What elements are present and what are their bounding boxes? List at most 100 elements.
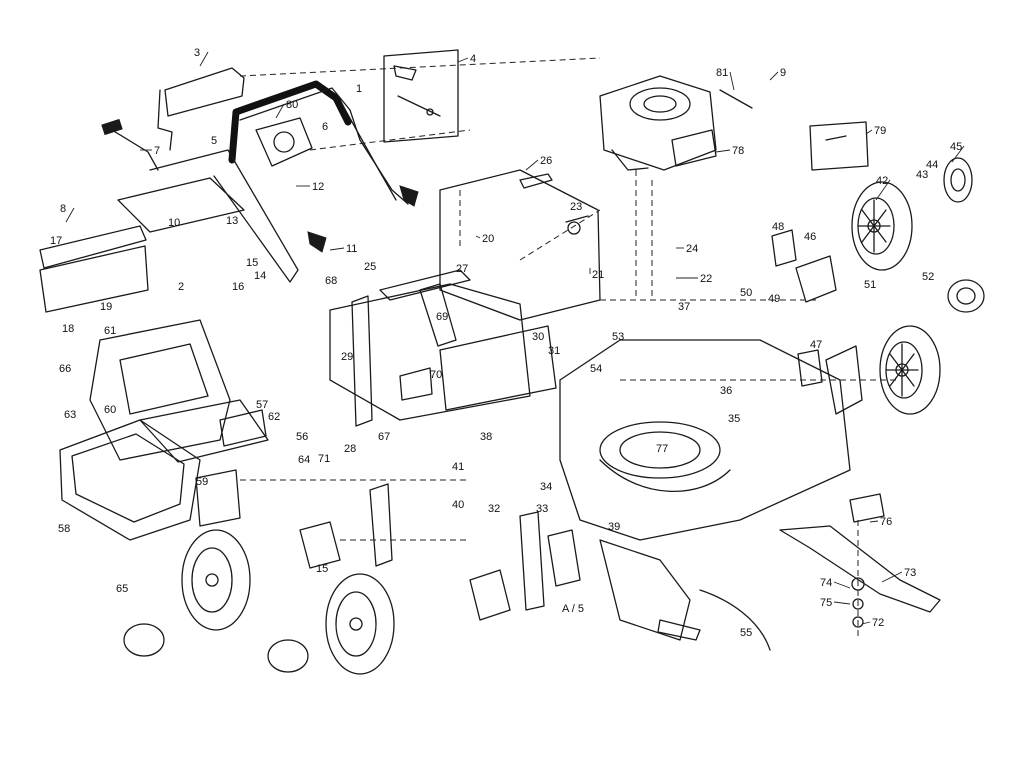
callout-77: 77 bbox=[656, 443, 668, 455]
callout-53: 53 bbox=[612, 331, 624, 343]
callout-59: 59 bbox=[196, 476, 208, 488]
callout-25: 25 bbox=[364, 261, 376, 273]
callout-65: 65 bbox=[116, 583, 128, 595]
callout-27: 27 bbox=[456, 263, 468, 275]
callout-31: 31 bbox=[548, 345, 560, 357]
callout-71: 71 bbox=[318, 453, 330, 465]
callout-61: 61 bbox=[104, 325, 116, 337]
decal-inset bbox=[809, 121, 869, 171]
callout-12: 12 bbox=[312, 181, 324, 193]
leader-line-42 bbox=[875, 179, 891, 201]
callout-60: 60 bbox=[104, 404, 116, 416]
callout-3: 3 bbox=[194, 47, 200, 59]
leader-line-80 bbox=[275, 103, 285, 119]
callout-24: 24 bbox=[686, 243, 698, 255]
callout-23: 23 bbox=[570, 201, 582, 213]
callout-37: 37 bbox=[678, 301, 690, 313]
leader-line-78 bbox=[715, 149, 731, 153]
mower-housing bbox=[559, 339, 851, 651]
callout-8: 8 bbox=[60, 203, 66, 215]
callout-49: 49 bbox=[768, 293, 780, 305]
wheel-front-right-lower bbox=[879, 325, 941, 415]
callout-69: 69 bbox=[436, 311, 448, 323]
callout-51: 51 bbox=[864, 279, 876, 291]
callout-44: 44 bbox=[926, 159, 938, 171]
callout-72: 72 bbox=[872, 617, 884, 629]
callout-10: 10 bbox=[168, 217, 180, 229]
callout-15: 15 bbox=[246, 257, 258, 269]
callout-4: 4 bbox=[470, 53, 476, 65]
callout-42: 42 bbox=[876, 175, 888, 187]
callout-46: 46 bbox=[804, 231, 816, 243]
leader-line-74 bbox=[833, 581, 851, 589]
callout-11: 11 bbox=[346, 243, 357, 255]
callout-67: 67 bbox=[378, 431, 390, 443]
assembly-guides bbox=[240, 190, 900, 541]
callout-39: 39 bbox=[608, 521, 620, 533]
callout-32: 32 bbox=[488, 503, 500, 515]
callout-63: 63 bbox=[64, 409, 76, 421]
callout-56: 56 bbox=[296, 431, 308, 443]
handle-assembly bbox=[39, 57, 601, 313]
height-adjusters bbox=[299, 229, 863, 621]
leader-line-20 bbox=[475, 235, 481, 239]
grass-bag bbox=[59, 319, 269, 541]
callout-28: 28 bbox=[344, 443, 356, 455]
callout-50: 50 bbox=[740, 287, 752, 299]
callout-62: 62 bbox=[268, 411, 280, 423]
callout-35: 35 bbox=[728, 413, 740, 425]
callout-21: 21 bbox=[592, 269, 604, 281]
leader-line-3 bbox=[199, 51, 209, 67]
callout-14: 14 bbox=[254, 270, 266, 282]
leader-line-8 bbox=[65, 207, 75, 223]
callout-38: 38 bbox=[480, 431, 492, 443]
wheel-rear-center bbox=[325, 573, 395, 675]
callout-45: 45 bbox=[950, 141, 962, 153]
extra-label-0: A / 5 bbox=[562, 603, 584, 615]
callout-70: 70 bbox=[430, 369, 442, 381]
callout-64: 64 bbox=[298, 454, 310, 466]
leader-line-9 bbox=[769, 71, 779, 81]
callout-41: 41 bbox=[452, 461, 464, 473]
callout-20: 20 bbox=[482, 233, 494, 245]
callout-68: 68 bbox=[325, 275, 337, 287]
callout-55: 55 bbox=[740, 627, 752, 639]
callout-5: 5 bbox=[211, 135, 217, 147]
extra-label-1: 15 bbox=[316, 563, 328, 575]
leader-line-26 bbox=[525, 159, 539, 171]
callout-13: 13 bbox=[226, 215, 238, 227]
engine bbox=[599, 75, 753, 300]
callout-29: 29 bbox=[341, 351, 353, 363]
callout-17: 17 bbox=[50, 235, 62, 247]
callout-18: 18 bbox=[62, 323, 74, 335]
wheel-front-right-upper bbox=[851, 181, 913, 271]
callout-43: 43 bbox=[916, 169, 928, 181]
callout-9: 9 bbox=[780, 67, 786, 79]
leader-line-81 bbox=[729, 71, 735, 91]
callout-16: 16 bbox=[232, 281, 244, 293]
leader-line-72 bbox=[861, 621, 871, 625]
callout-79: 79 bbox=[874, 125, 886, 137]
callout-66: 66 bbox=[59, 363, 71, 375]
hubcaps-washers bbox=[123, 157, 985, 673]
callout-22: 22 bbox=[700, 273, 712, 285]
callout-47: 47 bbox=[810, 339, 822, 351]
callout-78: 78 bbox=[732, 145, 744, 157]
cable-inset bbox=[383, 49, 459, 143]
callout-58: 58 bbox=[58, 523, 70, 535]
leader-line-45 bbox=[951, 145, 965, 163]
callout-2: 2 bbox=[178, 281, 184, 293]
leader-line-76 bbox=[869, 520, 879, 523]
callout-57: 57 bbox=[256, 399, 268, 411]
callout-6: 6 bbox=[322, 121, 328, 133]
leader-line-79 bbox=[865, 129, 873, 135]
callout-7: 7 bbox=[154, 145, 160, 157]
leader-line-73 bbox=[881, 571, 903, 583]
leader-line-11 bbox=[329, 247, 345, 251]
callout-40: 40 bbox=[452, 499, 464, 511]
callout-34: 34 bbox=[540, 481, 552, 493]
callout-52: 52 bbox=[922, 271, 934, 283]
callout-36: 36 bbox=[720, 385, 732, 397]
leader-line-75 bbox=[833, 601, 851, 605]
